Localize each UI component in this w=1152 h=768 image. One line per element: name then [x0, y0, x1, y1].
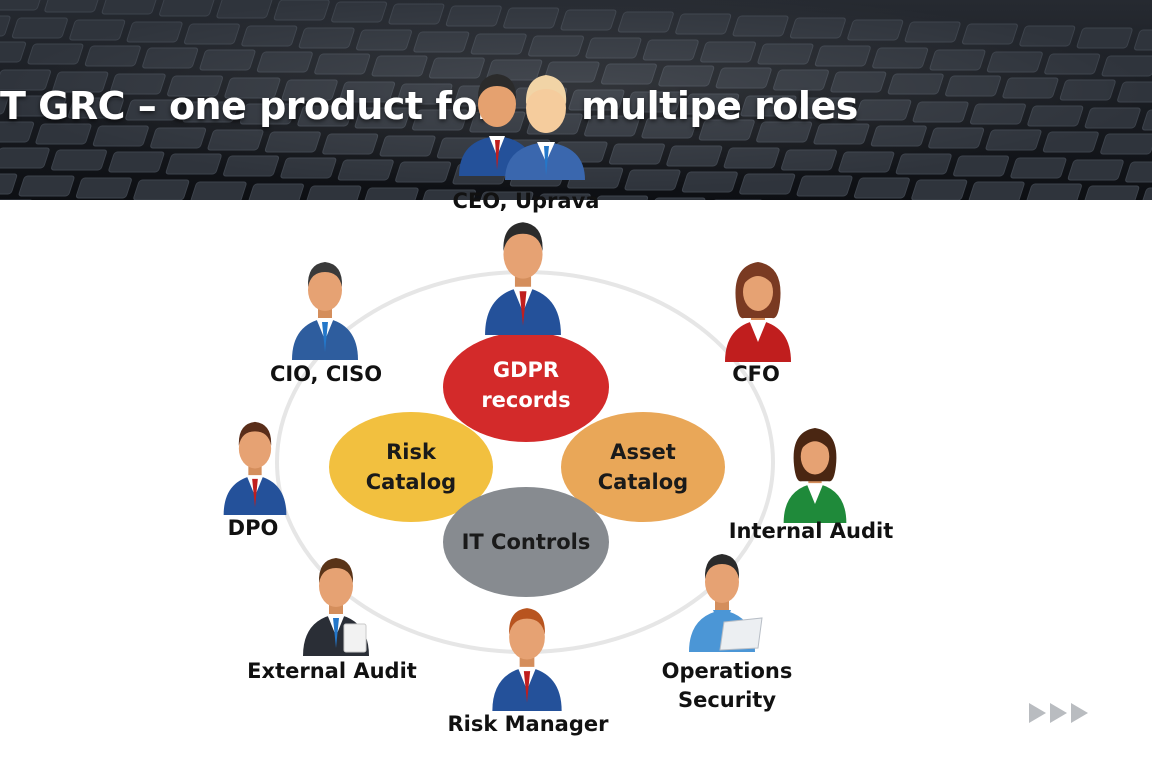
asset-label-line2: Catalog [597, 470, 689, 494]
hair-shape [735, 262, 781, 319]
shirt-shape [316, 318, 334, 340]
tie-shape [252, 478, 258, 508]
face-shape [800, 438, 830, 475]
ops-label-line2: Security [677, 688, 777, 712]
gdpr-label-line1: GDPR [492, 358, 560, 382]
neck-shape [318, 308, 332, 320]
tie-shape [333, 618, 339, 648]
gdpr-label-line2: records [481, 388, 571, 412]
shirt-shape [246, 475, 264, 496]
suit-shape [292, 318, 358, 360]
person-risk-manager-icon [492, 608, 562, 711]
neck-shape [751, 310, 765, 322]
it-controls-label: IT Controls [461, 530, 591, 554]
slide-title-part2: multipe roles [581, 84, 858, 128]
suit-shape [223, 475, 287, 515]
neck-shape [248, 465, 262, 477]
role-label-operations-security: Operations Security [627, 657, 827, 715]
person-operations-security-icon [689, 554, 763, 652]
person-internal-audit-icon [783, 428, 847, 523]
shirt-shape [327, 614, 345, 636]
suit-shape [303, 614, 369, 656]
person-external-audit-icon [303, 558, 369, 656]
header-banner: T GRC – one product for multipe roles [0, 0, 1152, 200]
gdpr-records-label: GDPR records [446, 355, 606, 415]
suit-shape [485, 286, 561, 335]
document-shape [343, 623, 367, 653]
risk-label-line2: Catalog [365, 470, 457, 494]
suit-shape [725, 320, 791, 362]
shirt-shape [517, 666, 537, 690]
slide-title-part1: T GRC – one product for [0, 84, 496, 128]
face-shape [509, 615, 545, 660]
face-shape [308, 269, 342, 311]
two-businessmen-icon [459, 74, 585, 180]
neck-shape [808, 473, 822, 485]
neck-shape [514, 275, 532, 289]
face-shape [319, 565, 353, 607]
hair-shape [509, 608, 545, 635]
role-label-external-audit: External Audit [247, 659, 417, 683]
role-label-ceo: CEO, Uprava [452, 189, 600, 213]
next-slide-arrows-icon[interactable] [1027, 702, 1091, 724]
person-cfo-icon [725, 262, 791, 362]
hair-shape [704, 554, 740, 579]
role-label-dpo: DPO [227, 516, 279, 540]
hair-shape [318, 558, 354, 583]
role-label-internal-audit: Internal Audit [728, 519, 894, 543]
person-cio-ciso-icon [292, 262, 358, 360]
asset-catalog-label: Asset Catalog [563, 437, 723, 497]
fringe-shape [799, 435, 831, 451]
neck-shape [519, 656, 535, 669]
tie-shape [519, 291, 527, 326]
hair-shape [307, 262, 343, 287]
asset-label-line1: Asset [610, 440, 676, 464]
shirt-shape [713, 610, 731, 632]
tie-shape [322, 322, 328, 352]
shirt-shape [806, 483, 824, 504]
suit-shape [492, 666, 562, 711]
suit-shape [689, 610, 755, 652]
hair-shape [238, 421, 272, 446]
face-shape [238, 428, 272, 469]
role-label-cfo: CFO [732, 362, 780, 386]
role-label-cio-ciso: CIO, CISO [269, 362, 383, 386]
person-dpo-icon [223, 421, 287, 515]
fringe-shape [742, 270, 774, 286]
keyboard-background [0, 0, 1152, 200]
person-ceo-icon [485, 222, 561, 335]
laptop-shape [719, 617, 763, 651]
risk-catalog-label: Risk Catalog [331, 437, 491, 497]
hair-shape [503, 222, 543, 252]
face-shape [503, 230, 543, 279]
role-label-risk-manager: Risk Manager [447, 712, 609, 736]
shirt-shape [512, 286, 534, 312]
ops-label-line1: Operations [661, 659, 793, 683]
risk-label-line1: Risk [386, 440, 436, 464]
face-shape [705, 561, 739, 603]
hair-shape [793, 428, 837, 482]
neck-shape [329, 604, 343, 616]
neck-shape [715, 600, 729, 612]
tie-shape [523, 671, 531, 703]
person-front-icon [505, 75, 585, 180]
shirt-shape [749, 320, 767, 342]
face-shape [743, 273, 773, 311]
